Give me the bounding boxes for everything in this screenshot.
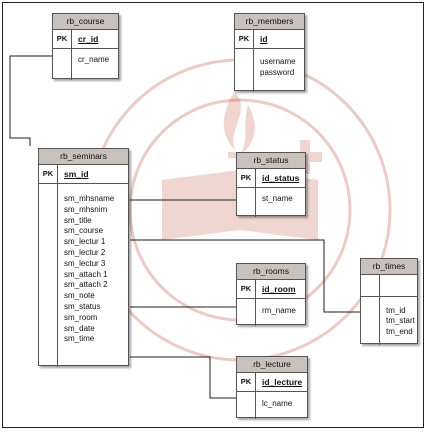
entity-title: rb_times [361, 259, 417, 275]
pk-field: id [260, 34, 268, 44]
entity-title: rb_lecture [237, 357, 307, 373]
field: sm_title [64, 215, 92, 225]
entity-fields: cr_name [53, 49, 118, 80]
entity-rb-rooms[interactable]: rb_rooms PK id_room rm_name [236, 263, 306, 326]
entity-rb-course[interactable]: rb_course PK cr_id cr_name [52, 13, 119, 80]
field: cr_name [78, 55, 110, 64]
field: sm_lectur 2 [64, 247, 106, 257]
entity-fields: rm_name [237, 299, 305, 326]
entity-title: rb_members [235, 14, 304, 30]
entity-fields: username password [235, 49, 304, 92]
primary-key-row [361, 275, 417, 297]
primary-key-row: PK id_status [237, 169, 305, 188]
field: tm_id [386, 306, 406, 315]
entity-title: rb_course [53, 14, 118, 30]
pk-field: id_room [262, 284, 296, 294]
pk-field: cr_id [78, 34, 99, 44]
entity-fields: lc_name [237, 392, 307, 419]
pk-label: PK [235, 30, 254, 48]
entity-fields: sm_mhsname sm_mhsnim sm_title sm_course … [39, 184, 128, 367]
entity-fields: st_name [237, 188, 305, 217]
pk-field: sm_id [64, 169, 89, 179]
field: sm_time [64, 334, 95, 344]
pk-label: PK [237, 280, 256, 298]
link-times-seminars [130, 239, 360, 313]
field: sm_mhsnim [64, 204, 108, 214]
pk-label: PK [237, 169, 256, 187]
field: sm_room [64, 312, 98, 322]
entity-title: rb_rooms [237, 264, 305, 280]
primary-key-row: PK sm_id [39, 165, 128, 184]
pk-label: PK [53, 30, 72, 48]
link-lecture-seminars [130, 356, 236, 399]
primary-key-row: PK cr_id [53, 30, 118, 49]
pk-field: id_lecture [262, 377, 303, 387]
pk-field: id_status [262, 173, 300, 183]
field: st_name [262, 194, 293, 203]
entity-rb-times[interactable]: rb_times tm_id tm_start tm_end [360, 258, 418, 345]
entity-rb-status[interactable]: rb_status PK id_status st_name [236, 152, 306, 217]
primary-key-row: PK id_room [237, 280, 305, 299]
entity-fields: tm_id tm_start tm_end [361, 297, 417, 345]
entity-rb-members[interactable]: rb_members PK id username password [234, 13, 305, 92]
entity-rb-lecture[interactable]: rb_lecture PK id_lecture lc_name [236, 356, 308, 419]
field: username [260, 57, 296, 66]
field: sm_attach 1 [64, 269, 108, 279]
pk-label: PK [39, 165, 58, 183]
entity-title: rb_status [237, 153, 305, 169]
diagram-frame [2, 2, 424, 428]
field: sm_attach 2 [64, 280, 108, 290]
pk-label [361, 275, 380, 296]
field: sm_lectur 3 [64, 258, 106, 268]
field: sm_status [64, 301, 101, 311]
field: password [260, 67, 295, 77]
field: sm_mhsname [64, 194, 115, 203]
pk-label: PK [237, 373, 256, 391]
primary-key-row: PK id [235, 30, 304, 49]
field: sm_lectur 1 [64, 237, 106, 247]
field: sm_note [64, 291, 95, 301]
field: sm_course [64, 226, 104, 236]
entity-rb-seminars[interactable]: rb_seminars PK sm_id sm_mhsname sm_mhsni… [38, 148, 129, 367]
primary-key-row: PK id_lecture [237, 373, 307, 392]
field: lc_name [262, 399, 293, 408]
field: sm_date [64, 323, 95, 333]
link-course-seminars [9, 55, 52, 146]
field: tm_end [386, 326, 413, 336]
entity-title: rb_seminars [39, 149, 128, 165]
field: rm_name [262, 306, 296, 315]
pk-field [380, 275, 386, 296]
field: tm_start [386, 316, 415, 326]
